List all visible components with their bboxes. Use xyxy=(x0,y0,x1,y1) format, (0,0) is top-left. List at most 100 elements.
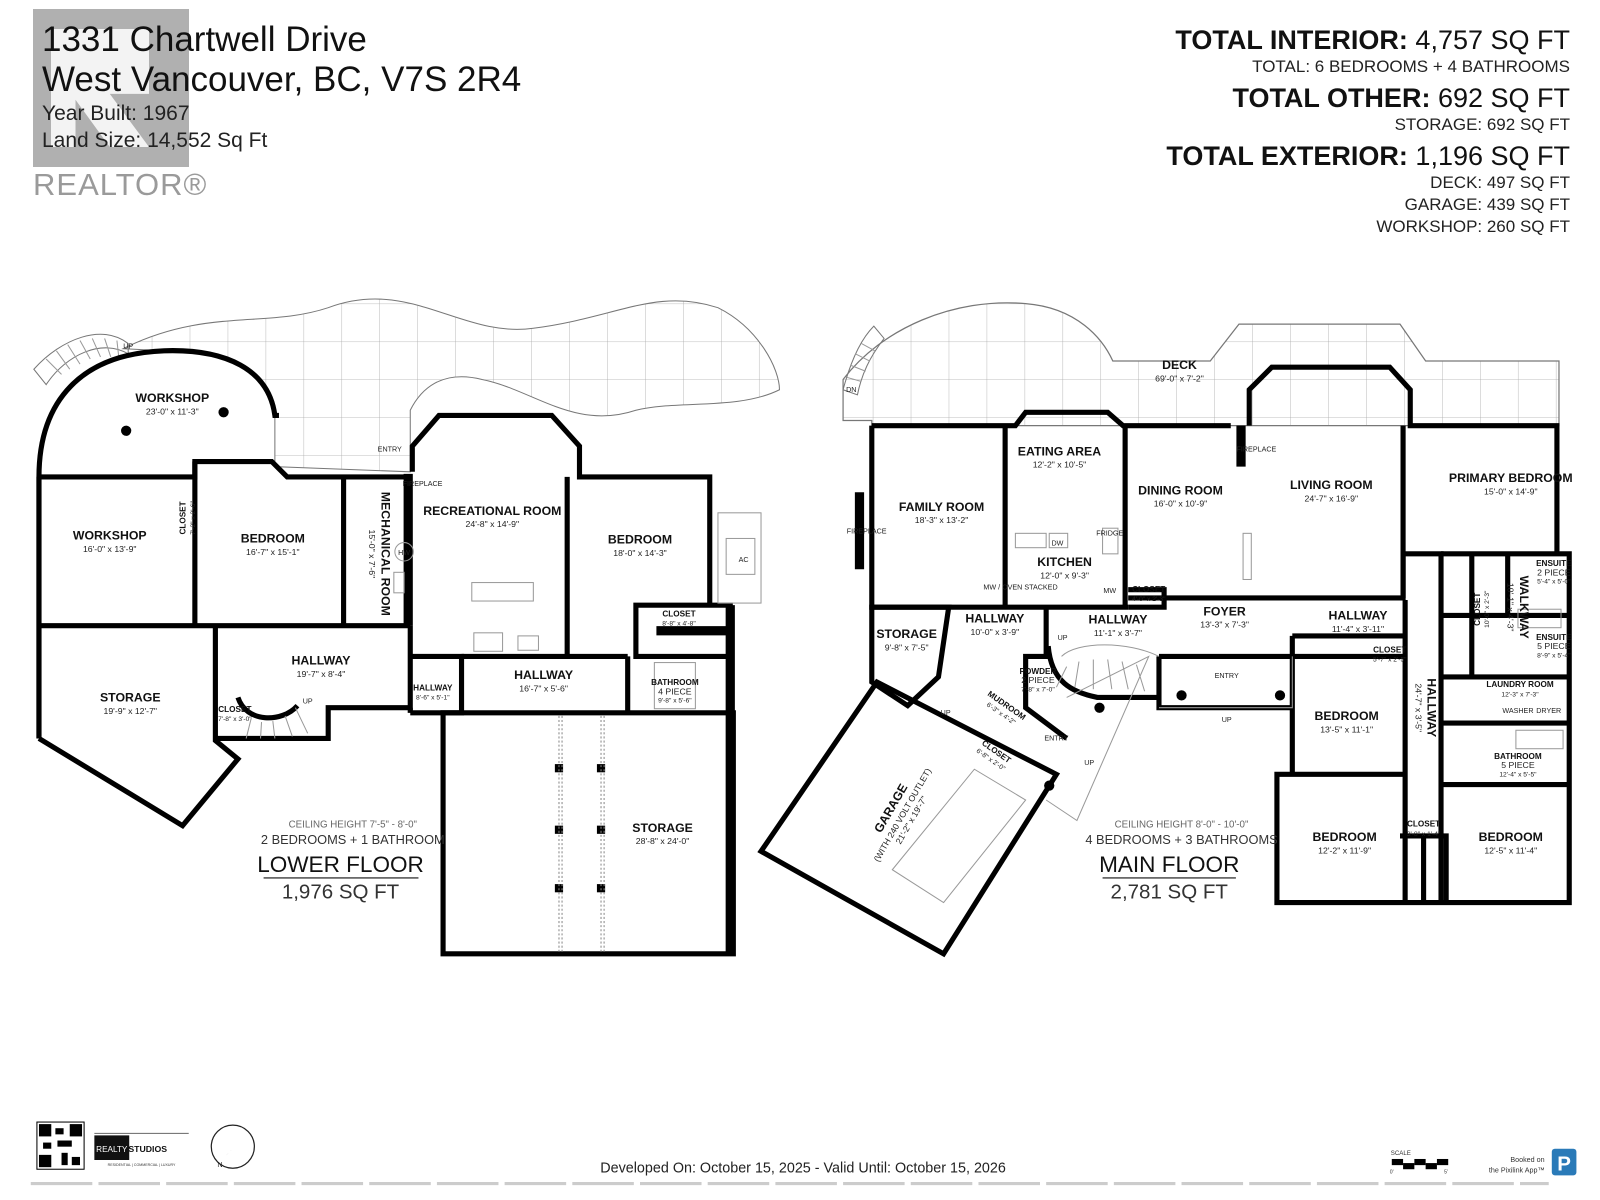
room-dimensions: 16'-0" x 13'-9" xyxy=(83,544,137,554)
total-exterior-label: TOTAL EXTERIOR: xyxy=(1166,141,1408,171)
room-dimensions: 7'-8" x 3'-0" xyxy=(218,716,252,723)
columns xyxy=(1044,690,1286,791)
room-name: CLOSET xyxy=(1473,593,1482,626)
room-name: EATING AREA xyxy=(1018,444,1101,458)
room-detail: 5 PIECE xyxy=(1501,760,1535,770)
counter xyxy=(471,582,534,602)
property-header: 1331 Chartwell Drive West Vancouver, BC,… xyxy=(42,20,521,154)
room-dimensions: 12'-2" x 10'-5" xyxy=(1033,460,1087,470)
total-interior-label: TOTAL INTERIOR: xyxy=(1175,25,1408,55)
fixture-label: MW / OVEN STACKED xyxy=(983,584,1057,592)
room-dimensions: 11'-4" x 3'-11" xyxy=(1332,624,1384,634)
total-other: TOTAL OTHER: 692 SQ FT xyxy=(1166,82,1570,114)
room-name: HALLWAY xyxy=(413,683,453,692)
room-dimensions: 12'-4" x 5'-5" xyxy=(1499,771,1537,778)
room-name: BATHROOM xyxy=(651,678,699,687)
room-dimensions: 8'-8" x 4'-8" xyxy=(662,621,696,628)
room-name: HALLWAY xyxy=(1425,678,1439,737)
floor-area: 1,976 SQ FT xyxy=(282,880,400,903)
room-dimensions: 16'-7" x 15'-1" xyxy=(246,547,300,557)
room-name: PRIMARY BEDROOM xyxy=(1449,471,1573,485)
scale-start: 0' xyxy=(1390,1169,1394,1175)
room-label: EATING AREA 12'-2" x 10'-5" xyxy=(1018,444,1101,469)
room-name: WORKSHOP xyxy=(135,391,209,405)
room-name: ENSUITE xyxy=(1536,559,1572,568)
room-name: BEDROOM xyxy=(1313,830,1377,844)
logo-tagline: RESIDENTIAL | COMMERCIAL | LUXURY xyxy=(108,1163,176,1167)
room-detail: 5 PIECE xyxy=(1537,641,1571,651)
room-dimensions: 19'-9" x 12'-7" xyxy=(103,706,157,716)
room-name: HALLWAY xyxy=(1328,608,1387,622)
compass-letter: N xyxy=(217,1161,222,1169)
room-dimensions: 28'-8" x 24'-0" xyxy=(636,836,690,846)
total-exterior: TOTAL EXTERIOR: 1,196 SQ FT xyxy=(1166,140,1570,172)
exterior-workshop: WORKSHOP: 260 SQ FT xyxy=(1376,217,1570,236)
room-name: CLOSET xyxy=(179,501,188,534)
room-dimensions: 5'-4" x 5'-0" xyxy=(1537,579,1571,586)
room-name: CLOSET xyxy=(1407,820,1440,829)
fixture-label: ENTRY xyxy=(1215,672,1239,680)
room-name: STORAGE xyxy=(876,627,937,641)
fixture-label: UP xyxy=(303,698,313,706)
furnace-icon xyxy=(393,571,405,594)
room-dimensions: 23'-0" x 11'-3" xyxy=(146,406,199,416)
room-name: WALKWAY xyxy=(1517,576,1531,639)
room-dimensions: 10'-1" x 4'-3" xyxy=(1506,583,1516,632)
room-name: CLOSET xyxy=(1373,645,1406,654)
lower-patio xyxy=(121,298,781,473)
scale-label: SCALE xyxy=(1391,1150,1411,1157)
fixture-label: MW xyxy=(1103,587,1116,595)
sink-icon xyxy=(1014,532,1047,549)
lower-floor-summary: CEILING HEIGHT 7'-5" - 8'-0" 2 BEDROOMS … xyxy=(257,820,445,904)
north-arrow-icon: N xyxy=(210,1124,255,1169)
room-dimensions: 12'-3" x 7'-3" xyxy=(1501,691,1539,698)
total-other-label: TOTAL OTHER: xyxy=(1232,83,1431,113)
deck xyxy=(842,302,1560,427)
room-name: FOYER xyxy=(1203,604,1245,618)
logo-left: REALTY xyxy=(96,1145,128,1154)
room-name: DINING ROOM xyxy=(1138,483,1223,497)
room-dimensions: 8'-6" x 5'-1" xyxy=(416,694,450,701)
lower-walls xyxy=(36,348,279,739)
qr-code xyxy=(36,1121,85,1170)
room-dimensions: 24'-8" x 14'-9" xyxy=(466,519,520,529)
room-name: HALLWAY xyxy=(1088,613,1147,627)
fixture-label: UP xyxy=(1058,634,1068,642)
ceiling-height: CEILING HEIGHT 8'-0" - 10'-0" xyxy=(1115,820,1249,831)
exterior-deck: DECK: 497 SQ FT xyxy=(1430,173,1570,192)
room-dimensions: 7'-8" x 7'-0" xyxy=(1021,686,1055,693)
tub-icon xyxy=(653,662,696,710)
fixture-label: UP xyxy=(123,343,133,351)
fixture-label: HW xyxy=(398,549,410,557)
room-dimensions: 15'-0" x 14'-9" xyxy=(1484,486,1538,496)
fixture-label: DW xyxy=(1051,540,1063,548)
room-dimensions: 13'-5" x 11'-1" xyxy=(1320,724,1373,734)
total-exterior-value: 1,196 SQ FT xyxy=(1415,141,1570,171)
fixture-label: WASHER xyxy=(1502,707,1533,715)
